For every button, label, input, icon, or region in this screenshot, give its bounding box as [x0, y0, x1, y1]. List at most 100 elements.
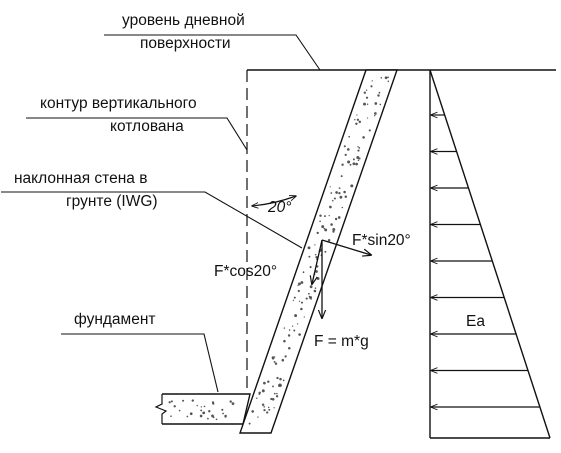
concrete-speck: [333, 197, 336, 200]
concrete-speck: [366, 103, 369, 106]
concrete-speck: [332, 230, 335, 233]
concrete-speck: [298, 300, 301, 302]
concrete-speck: [357, 159, 360, 162]
concrete-speck: [315, 270, 318, 273]
concrete-speck: [344, 153, 347, 157]
concrete-speck: [168, 401, 171, 404]
concrete-speck: [380, 76, 383, 79]
concrete-speck: [208, 410, 211, 413]
concrete-speck: [200, 409, 203, 412]
concrete-speck: [346, 148, 350, 151]
concrete-speck: [199, 414, 203, 418]
concrete-speck: [231, 402, 235, 405]
concrete-speck: [294, 314, 298, 318]
concrete-speck: [284, 355, 287, 358]
concrete-speck: [324, 250, 327, 253]
foundation-break-mark: [154, 394, 168, 424]
concrete-speck: [273, 392, 276, 395]
concrete-speck: [297, 282, 301, 286]
concrete-speck: [354, 119, 356, 121]
concrete-speck: [332, 199, 334, 202]
concrete-speck: [221, 408, 224, 411]
concrete-speck: [211, 401, 215, 404]
concrete-speck: [315, 255, 318, 259]
concrete-speck: [300, 281, 304, 284]
cos-component-arrow: [312, 239, 323, 284]
concrete-speck: [340, 175, 343, 178]
concrete-speck: [293, 296, 296, 299]
concrete-speck: [314, 287, 317, 289]
concrete-speck: [363, 102, 366, 106]
concrete-speck: [202, 411, 206, 415]
concrete-speck: [316, 231, 319, 235]
concrete-speck: [203, 405, 206, 408]
concrete-speck: [309, 266, 312, 269]
concrete-speck: [212, 416, 215, 419]
concrete-speck: [308, 255, 311, 258]
concrete-speck: [387, 80, 390, 83]
concrete-speck: [303, 316, 305, 318]
inclined-wall: [239, 69, 398, 434]
surface-label-line2: поверхности: [140, 35, 231, 52]
concrete-speck: [283, 339, 286, 343]
concrete-speck: [323, 227, 325, 230]
concrete-speck: [256, 397, 258, 399]
concrete-speck: [297, 284, 299, 287]
concrete-speck: [330, 223, 333, 226]
concrete-speck: [357, 146, 359, 148]
concrete-speck: [272, 385, 274, 388]
concrete-speck: [267, 406, 270, 409]
concrete-speck: [347, 160, 351, 164]
concrete-speck: [305, 297, 308, 300]
concrete-speck: [343, 145, 346, 148]
contour-leader: [26, 117, 248, 151]
contour-label-line2: котлована: [110, 118, 184, 135]
concrete-speck: [274, 356, 276, 358]
concrete-speck: [319, 214, 322, 217]
concrete-speck: [358, 147, 361, 149]
concrete-speck: [271, 398, 275, 401]
concrete-speck: [200, 406, 203, 408]
concrete-speck: [356, 118, 360, 121]
concrete-speck: [355, 162, 358, 166]
concrete-speck: [373, 114, 376, 117]
foundation-concrete-texture: [168, 399, 235, 421]
concrete-speck: [293, 329, 296, 332]
concrete-speck: [191, 399, 194, 402]
surface-label-line1: уровень дневной: [122, 12, 245, 29]
concrete-speck: [316, 277, 320, 280]
concrete-speck: [302, 271, 305, 274]
concrete-speck: [363, 91, 366, 94]
concrete-speck: [362, 136, 365, 139]
concrete-speck: [262, 389, 265, 391]
concrete-speck: [282, 379, 285, 382]
concrete-speck: [357, 149, 360, 152]
concrete-speck: [288, 346, 291, 350]
gravity-label: F = m*g: [314, 333, 369, 350]
concrete-speck: [348, 135, 351, 138]
concrete-speck: [329, 205, 332, 209]
concrete-speck: [222, 412, 224, 415]
concrete-speck: [350, 184, 354, 188]
concrete-speck: [268, 408, 271, 411]
concrete-speck: [356, 114, 358, 116]
concrete-speck: [288, 329, 291, 331]
concrete-speck: [298, 333, 301, 336]
concrete-speck: [377, 94, 380, 97]
concrete-speck: [170, 400, 173, 403]
concrete-speck: [314, 244, 316, 246]
concrete-speck: [343, 190, 346, 194]
concrete-speck: [338, 187, 341, 189]
concrete-speck: [300, 301, 304, 304]
concrete-speck: [355, 122, 358, 126]
concrete-speck: [329, 186, 331, 188]
concrete-speck: [358, 120, 362, 124]
wall-label-line2: грунте (IWG): [66, 193, 158, 210]
concrete-speck: [170, 415, 172, 418]
concrete-speck: [338, 192, 341, 195]
concrete-speck: [352, 162, 356, 166]
concrete-speck: [263, 408, 266, 412]
concrete-speck: [276, 392, 278, 395]
contour-label-line1: контур вертикального: [40, 95, 197, 112]
